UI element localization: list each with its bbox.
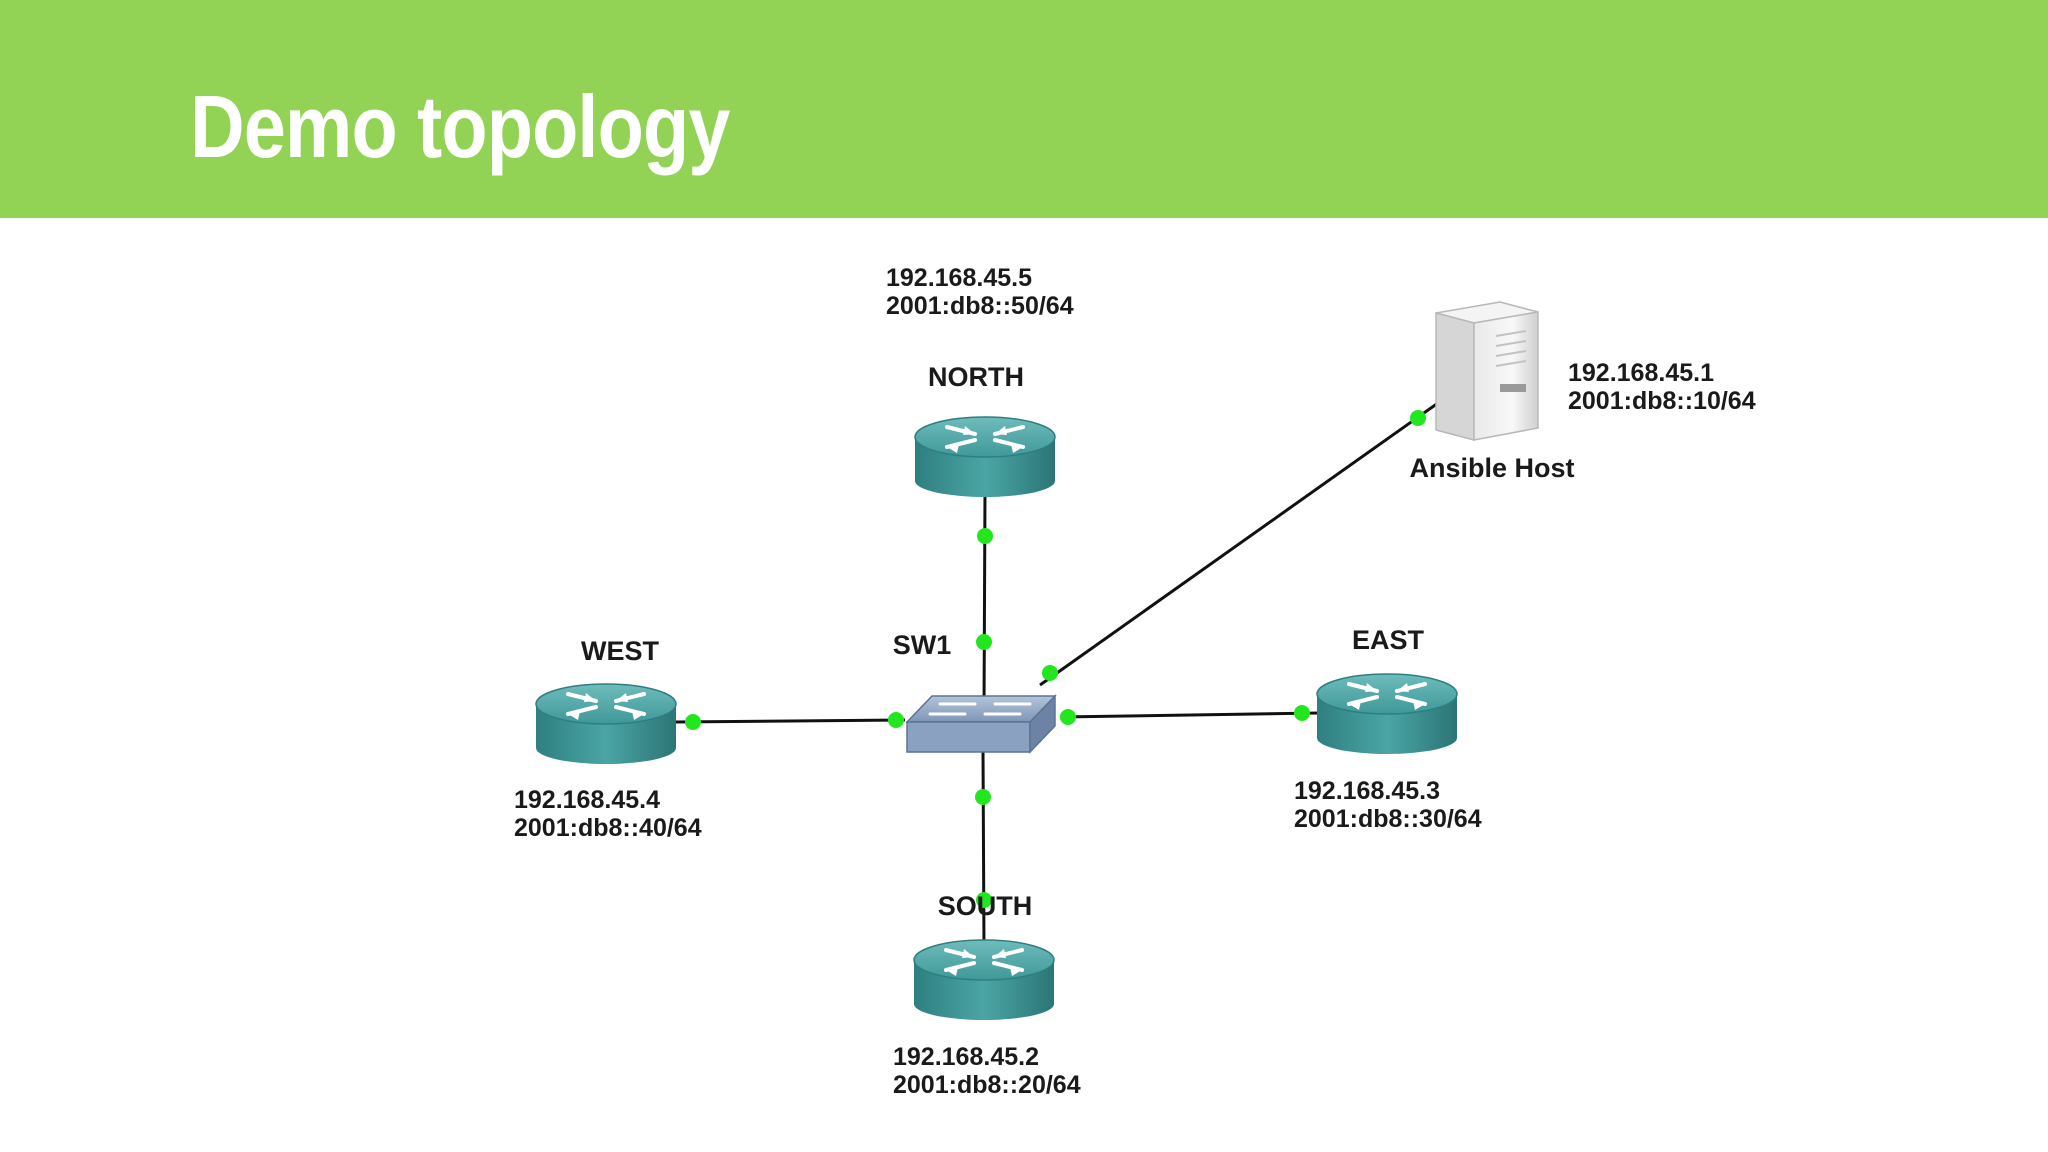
link-dot [975, 789, 991, 805]
link-dot [1042, 665, 1058, 681]
server-icon [1435, 301, 1539, 441]
west-ipv4: 192.168.45.4 [514, 786, 660, 814]
link-dot [977, 528, 993, 544]
switch-sw1[interactable] [905, 694, 1057, 754]
router-west[interactable] [534, 682, 678, 766]
title-banner [0, 0, 2048, 218]
link-sw1-south [981, 749, 986, 951]
router-icon [1315, 672, 1459, 756]
router-icon [534, 682, 678, 766]
server-ansible-host[interactable] [1435, 301, 1539, 441]
north-ipv4: 192.168.45.5 [886, 264, 1032, 292]
south-ipv4: 192.168.45.2 [893, 1043, 1039, 1071]
link-sw1-host [1039, 401, 1439, 687]
switch-icon [905, 694, 1057, 754]
link-dot [1060, 709, 1076, 725]
router-east[interactable] [1315, 672, 1459, 756]
east-ipv4: 192.168.45.3 [1294, 777, 1440, 805]
link-sw1-east [1059, 711, 1321, 719]
router-icon [912, 938, 1056, 1022]
router-south[interactable] [912, 938, 1056, 1022]
host-ipv6: 2001:db8::10/64 [1568, 387, 1756, 415]
north-ipv6: 2001:db8::50/64 [886, 292, 1074, 320]
router-west-label: WEST [581, 636, 660, 666]
host-label: Ansible Host [1409, 453, 1574, 483]
slide-title: Demo topology [190, 77, 730, 176]
link-west-sw1 [674, 718, 906, 724]
router-south-label: SOUTH [938, 891, 1033, 921]
south-ipv6: 2001:db8::20/64 [893, 1071, 1081, 1099]
switch-sw1-label: SW1 [893, 630, 952, 660]
link-dot [685, 714, 701, 730]
router-north[interactable] [913, 415, 1057, 499]
west-ipv6: 2001:db8::40/64 [514, 814, 702, 842]
link-dot [1410, 410, 1426, 426]
router-icon [913, 415, 1057, 499]
link-dot [976, 892, 992, 908]
link-dot [888, 712, 904, 728]
router-north-label: NORTH [928, 362, 1024, 392]
router-east-label: EAST [1352, 625, 1425, 655]
link-dot [976, 634, 992, 650]
link-dot [1294, 705, 1310, 721]
host-ipv4: 192.168.45.1 [1568, 359, 1714, 387]
east-ipv6: 2001:db8::30/64 [1294, 805, 1482, 833]
link-north-sw1 [982, 489, 987, 713]
